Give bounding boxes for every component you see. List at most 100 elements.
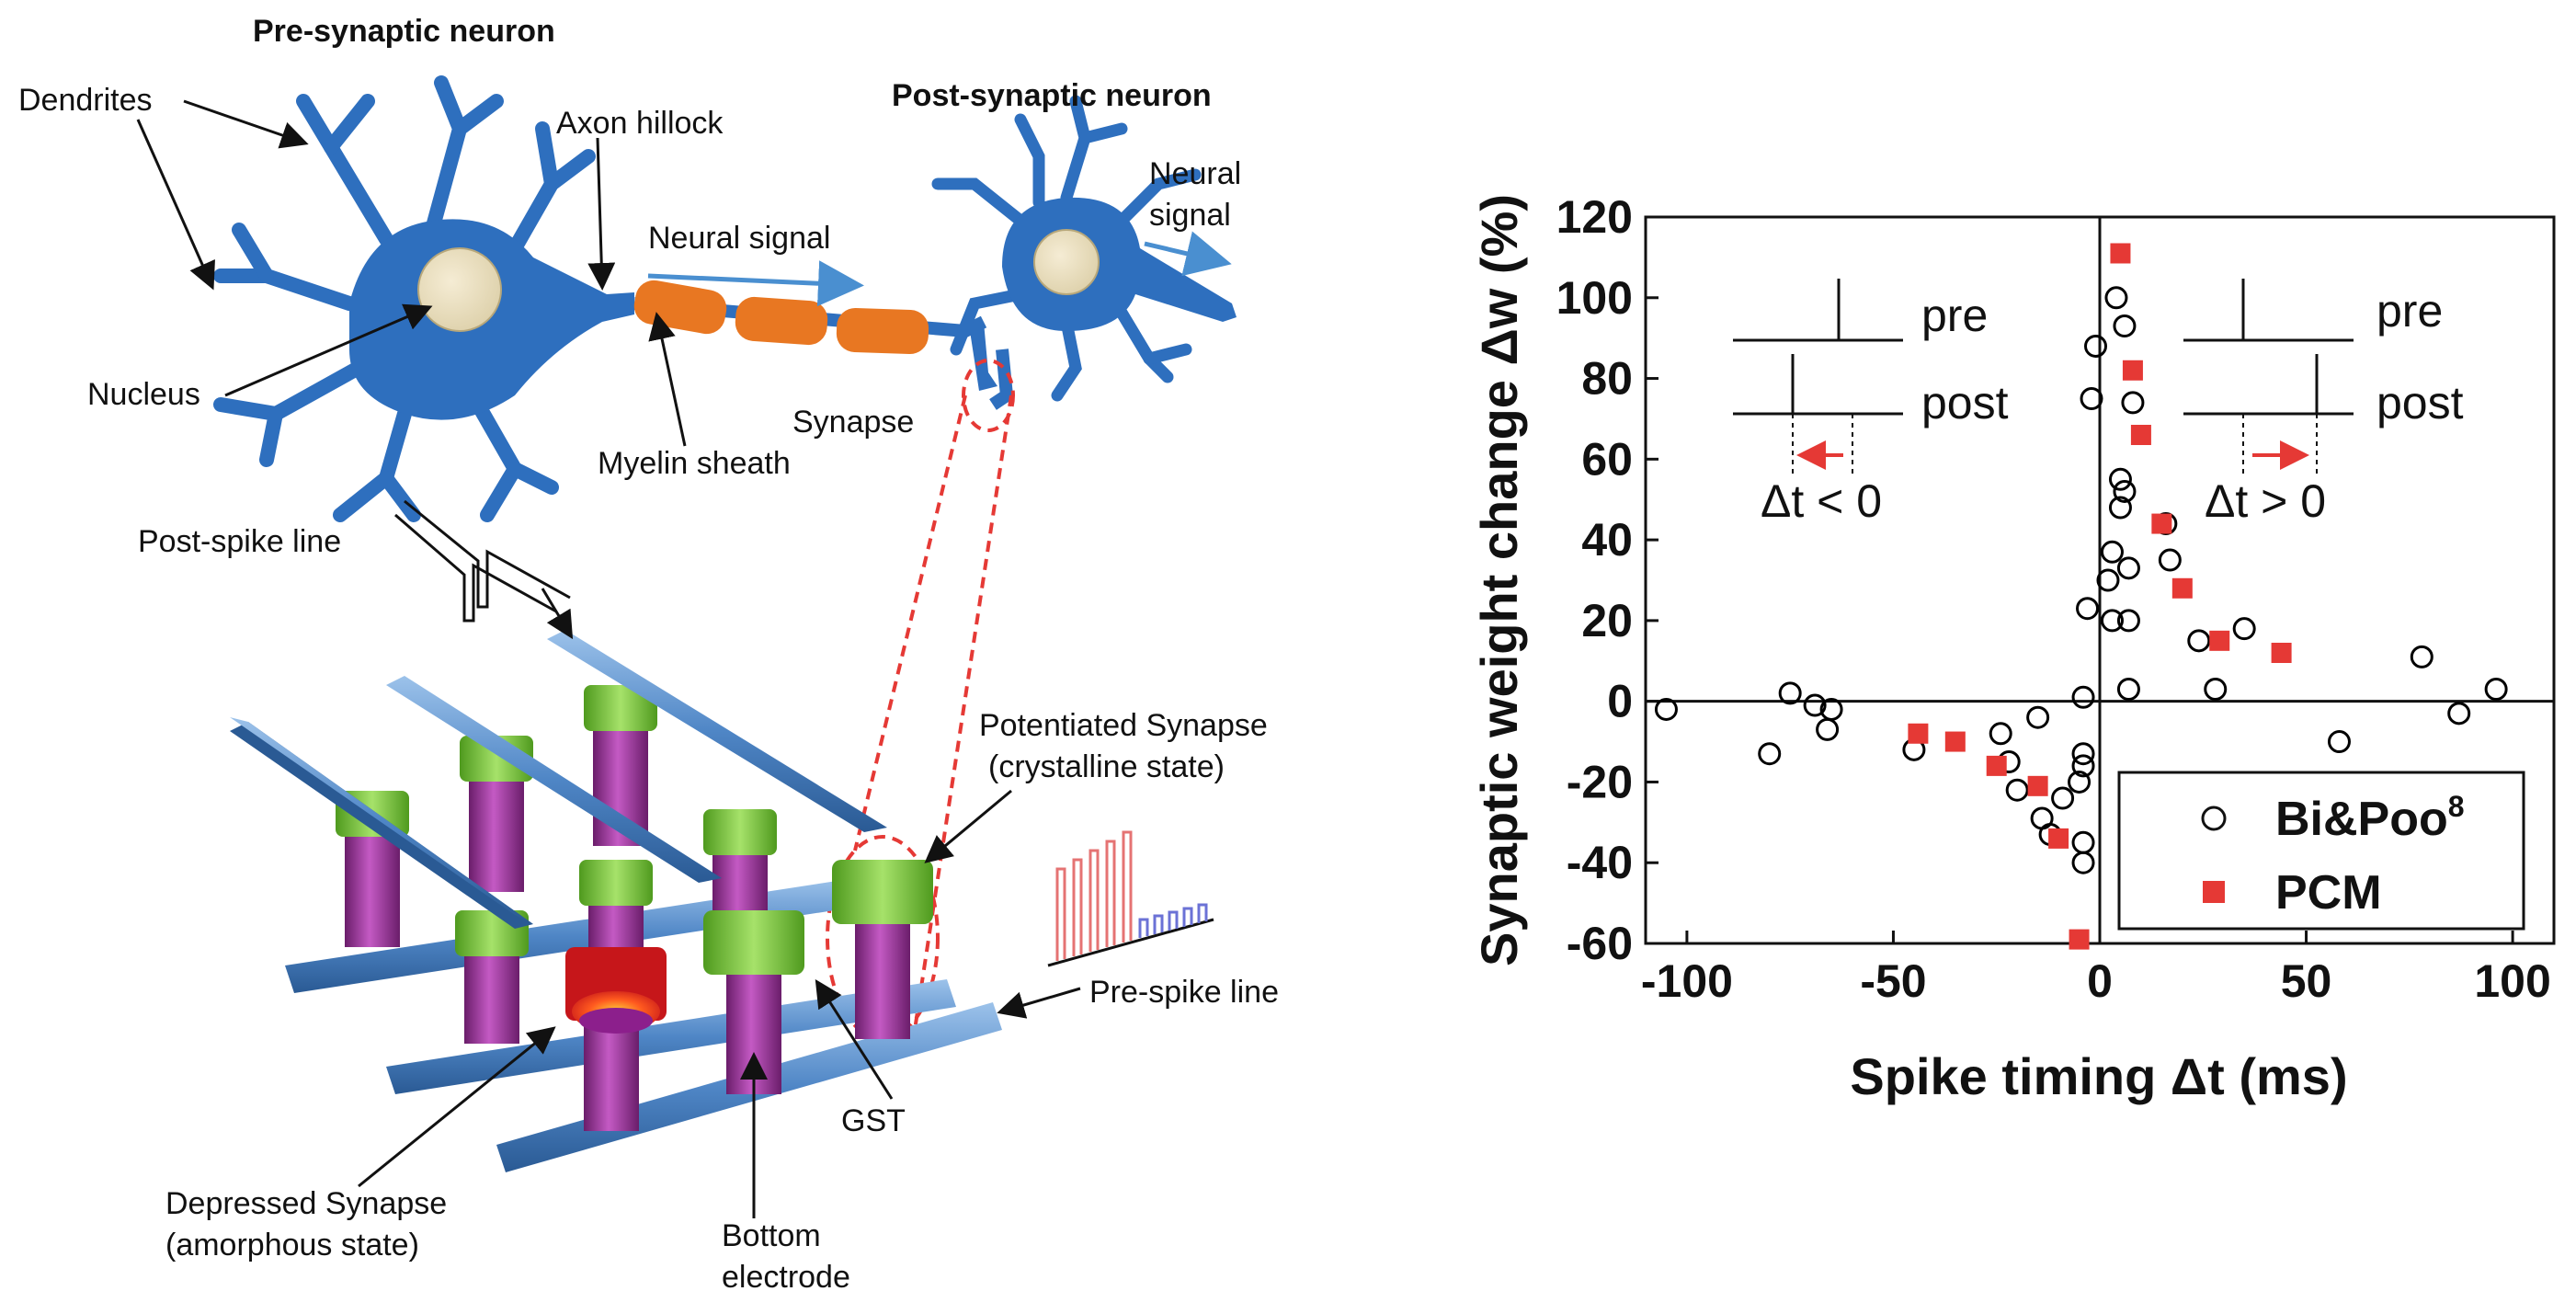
- point-bipoo: [2327, 730, 2351, 754]
- myelin-segment-1: [633, 280, 727, 335]
- x-axis-title: Spike timing Δt (ms): [1850, 1047, 2347, 1105]
- axon-hillock-label: Axon hillock: [556, 106, 724, 141]
- neural-signal-label-2b: signal: [1149, 198, 1231, 233]
- depressed-label-1: Depressed Synapse: [165, 1186, 447, 1221]
- crossbar-arrows: [358, 789, 1081, 1218]
- signal-arrows: [647, 231, 1232, 307]
- inset-right: pre post Δt > 0: [2183, 279, 2464, 527]
- point-bipoo: [2113, 479, 2137, 503]
- point-pcm: [2271, 643, 2292, 663]
- legend-marker-pcm: [2203, 881, 2225, 903]
- y-tick-label: -20: [1567, 756, 1633, 807]
- pre-spike-line-label: Pre-spike line: [1089, 975, 1279, 1010]
- point-bipoo: [2071, 742, 2095, 766]
- x-tick-label: -100: [1641, 955, 1733, 1007]
- point-bipoo: [2204, 678, 2228, 701]
- point-bipoo: [2108, 496, 2132, 520]
- point-bipoo: [2232, 617, 2256, 641]
- y-axis-title: Synaptic weight change Δw (%): [1470, 194, 1528, 966]
- point-bipoo: [2410, 645, 2434, 668]
- point-bipoo: [2484, 678, 2508, 701]
- point-pcm: [2171, 577, 2193, 599]
- y-tick-label: 0: [1607, 676, 1633, 727]
- point-bipoo: [1654, 697, 1678, 721]
- potentiated-label-1: Potentiated Synapse: [979, 708, 1268, 743]
- y-tick-label: 80: [1581, 353, 1633, 405]
- point-bipoo: [2071, 830, 2095, 854]
- point-bipoo: [2187, 629, 2211, 653]
- point-pcm: [1908, 723, 1929, 744]
- myelin-sheath-label: Myelin sheath: [598, 446, 791, 481]
- y-tick-label: 100: [1556, 272, 1633, 324]
- legend-marker-bipoo: [2201, 806, 2227, 831]
- post-neuron-nucleus: [1033, 229, 1100, 295]
- point-bipoo: [2005, 778, 2029, 802]
- inset-left: pre post Δt < 0: [1733, 279, 2009, 527]
- bottom-electrode-label-1: Bottom: [722, 1218, 821, 1253]
- inset-right-pre: pre: [2377, 285, 2443, 337]
- inset-left-pre: pre: [1921, 290, 1988, 341]
- legend-label-pcm: PCM: [2275, 866, 2382, 920]
- synapse-terminal-2: [989, 348, 1014, 410]
- x-tick-label: 100: [2474, 955, 2550, 1007]
- synapse-label: Synapse: [792, 405, 914, 440]
- point-pcm: [2027, 775, 2048, 796]
- point-bipoo: [1778, 681, 1802, 705]
- point-pcm: [2048, 828, 2069, 849]
- y-tick-label: -60: [1567, 918, 1633, 969]
- inset-right-dt: Δt > 0: [2205, 475, 2326, 527]
- y-tick-label: 20: [1581, 595, 1633, 646]
- point-bipoo: [2026, 705, 2050, 729]
- legend: Bi&Poo8 PCM: [2117, 771, 2525, 931]
- depressed-label-2: (amorphous state): [165, 1228, 419, 1263]
- point-bipoo: [2076, 597, 2100, 621]
- point-bipoo: [2096, 568, 2120, 592]
- point-pcm: [1944, 731, 1966, 752]
- neural-signal-label-2a: Neural: [1149, 156, 1241, 191]
- point-bipoo: [1816, 717, 1840, 741]
- neuron-arrows: [136, 99, 687, 447]
- point-bipoo: [2068, 770, 2092, 794]
- post-spike-pulse: [394, 499, 574, 640]
- top-electrodes: [230, 630, 887, 929]
- pre-neuron-title: Pre-synaptic neuron: [253, 14, 555, 49]
- point-bipoo: [2104, 286, 2128, 310]
- point-pcm: [2110, 243, 2131, 264]
- post-spike-line-label: Post-spike line: [138, 524, 341, 559]
- point-bipoo: [1758, 742, 1782, 766]
- pre-spike-pulses: [1047, 830, 1214, 967]
- point-bipoo: [1803, 693, 1827, 717]
- point-bipoo: [2100, 540, 2124, 564]
- point-pcm: [2151, 513, 2172, 534]
- x-tick-label: 0: [2087, 955, 2113, 1007]
- point-pcm: [1986, 755, 2007, 776]
- point-bipoo: [2116, 609, 2140, 633]
- point-pcm: [2130, 425, 2151, 445]
- point-bipoo: [2158, 548, 2182, 572]
- y-tick-label: -40: [1567, 837, 1633, 888]
- y-tick-label: 40: [1581, 514, 1633, 566]
- depressed-synapse: [565, 947, 667, 1034]
- point-bipoo: [2051, 786, 2075, 810]
- point-bipoo: [2084, 334, 2108, 358]
- crossbar-array: Post-spike line Potentiated Synapse (cry…: [138, 499, 1279, 1295]
- nucleus-label: Nucleus: [87, 377, 200, 412]
- pre-neuron-soma: [349, 219, 634, 420]
- zoom-highlight: [826, 359, 1015, 1041]
- post-neuron-dendrites: [931, 95, 1202, 402]
- dendrites-label: Dendrites: [18, 83, 153, 118]
- point-bipoo: [1819, 697, 1843, 721]
- data-points: [1654, 243, 2508, 950]
- neuron-diagram: Pre-synaptic neuron Post-synaptic neuron…: [18, 14, 1241, 1041]
- point-bipoo: [2071, 754, 2095, 778]
- point-bipoo: [2447, 702, 2471, 726]
- point-bipoo: [2071, 685, 2095, 709]
- legend-label-bipoo: Bi&Poo8: [2275, 790, 2465, 846]
- point-bipoo: [1989, 722, 2012, 746]
- point-pcm: [2069, 929, 2090, 950]
- inset-right-post: post: [2377, 377, 2464, 428]
- point-bipoo: [2116, 556, 2140, 580]
